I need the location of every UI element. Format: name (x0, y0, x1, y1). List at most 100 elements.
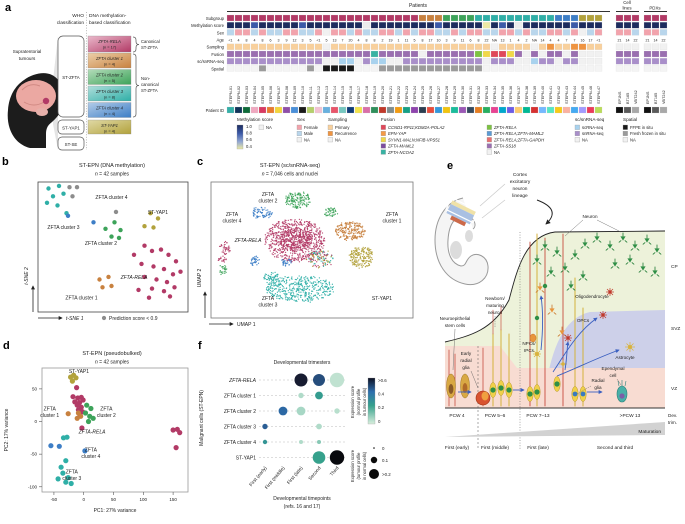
umap-dot (323, 293, 326, 295)
umap-dot (309, 247, 311, 249)
umap-dot (295, 238, 298, 241)
umap-dot (307, 295, 310, 298)
umap-dot (369, 258, 372, 261)
size-legend-dot (370, 456, 378, 464)
sex-cell (498, 29, 507, 36)
patient-id: STEPN-34 (493, 86, 497, 104)
umap2-label: UMAP 2 (197, 269, 203, 288)
umap-dot (296, 287, 298, 290)
umap-dot (302, 234, 305, 236)
spatial-cell (306, 65, 315, 72)
neuron-cell (625, 254, 635, 265)
sampling-cell (631, 43, 640, 50)
umap-dot (269, 289, 272, 292)
umap-dot (322, 279, 324, 282)
fusion-cell (386, 50, 395, 58)
umap-dot (222, 251, 224, 253)
scsn-cell (530, 58, 539, 65)
tsne-point (118, 227, 123, 233)
umap-dot (251, 257, 253, 260)
pca-point (63, 479, 69, 485)
umap-dot (285, 296, 287, 298)
legend-item-label: Fresh frozen in situ (630, 131, 666, 136)
early-rg-label-3: glia (462, 365, 470, 370)
spatial-cell (578, 65, 587, 72)
umap-dot (369, 252, 371, 255)
umap-dot (331, 283, 334, 285)
umap-dot (291, 219, 293, 221)
umap-dot (270, 273, 272, 276)
umap-dot (331, 214, 333, 216)
umap-dot (298, 241, 301, 243)
legend-item-label: EPN-YAP (388, 131, 406, 136)
legend-title: Methylation score (237, 117, 273, 122)
umap-dot (370, 252, 373, 255)
umap-dot (340, 228, 342, 231)
panel-b-title: ST-EPN (DNA methylation) (79, 163, 145, 169)
umap-dot (317, 233, 320, 235)
line (532, 262, 536, 265)
umap-dot (300, 222, 302, 224)
umap-dot (258, 209, 261, 211)
umap-dot (292, 235, 294, 238)
spatial-cell (458, 65, 467, 72)
umap-dot (283, 243, 286, 245)
age-value: 14 (541, 38, 545, 42)
color-legend-title: (normal profile (356, 388, 361, 415)
vz-zone-label: VZ (671, 386, 677, 392)
fusion-cell (362, 50, 371, 58)
umap-dot (272, 223, 274, 226)
sampling-cell (594, 43, 603, 50)
umap-dot (292, 231, 294, 233)
umap-dot (294, 278, 297, 281)
meth-header: DNA methylation- (89, 13, 127, 19)
umap-dot (296, 245, 298, 247)
umap-dot (313, 226, 316, 229)
spatial-cell (474, 65, 483, 72)
umap-dot (308, 198, 311, 200)
umap-dot (306, 277, 308, 279)
cluster-label: ZFTA (44, 406, 57, 412)
umap-dot (353, 235, 355, 237)
methylation-cell (498, 22, 507, 29)
size-legend-label: 0.1 (382, 458, 389, 463)
patient-id-color (330, 106, 339, 114)
cluster-label: ZFTA (100, 406, 113, 412)
umap-dot (360, 250, 363, 253)
umap-dot (352, 263, 354, 266)
umap-dot (306, 226, 308, 228)
umap-dot (365, 260, 367, 262)
pca-point (85, 418, 92, 425)
umap-dot (283, 280, 286, 283)
umap-dot (366, 253, 368, 255)
cp-neurons (532, 232, 662, 337)
spatial-cell (226, 65, 235, 72)
umap-dot (336, 234, 338, 236)
umap-dot (301, 249, 303, 251)
umap-dot (300, 296, 302, 299)
cluster-label: cluster 4 (81, 454, 100, 460)
subgroup-cell (623, 14, 632, 22)
sampling-cell (362, 43, 371, 50)
umap-dot (365, 252, 367, 254)
path (632, 244, 638, 249)
umap-dot (362, 260, 364, 263)
cortical-surface-curve (444, 230, 666, 343)
umap-dot (269, 250, 271, 252)
umap-dot (354, 229, 356, 232)
umap-dot (283, 248, 285, 250)
umap-dot (279, 286, 281, 289)
umap-dot (289, 237, 292, 239)
umap-dot (328, 208, 330, 211)
umap-dot (264, 207, 266, 209)
patient-id: STEPN-32 (477, 86, 481, 104)
umap-dot (321, 250, 323, 253)
umap-dot (313, 275, 315, 278)
sex-cell (594, 29, 603, 36)
umap-dot (291, 225, 294, 227)
umap-dot (305, 293, 307, 295)
umap-dot (344, 238, 346, 241)
tsne-point (161, 289, 167, 294)
umap-dot (317, 282, 319, 284)
umap-dot (282, 264, 284, 266)
